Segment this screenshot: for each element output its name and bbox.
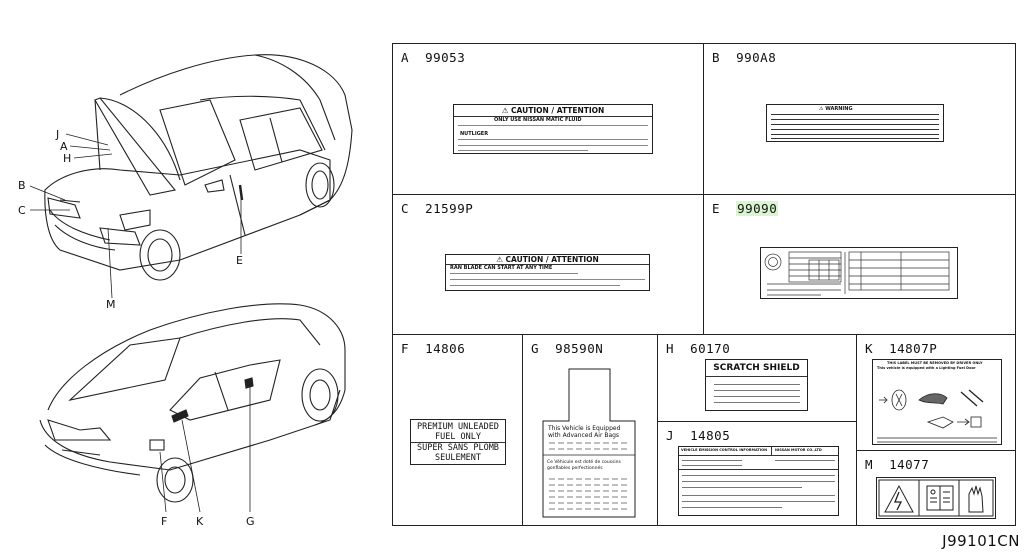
- label-k: THIS LABEL MUST BE REMOVED BY DRIVER ONL…: [872, 359, 1002, 445]
- rear-leader-lines: [159, 384, 251, 513]
- label-f-line3: SUPER SANS PLOMB: [417, 443, 499, 453]
- callout-j: J: [56, 128, 60, 141]
- label-a-line2: NUTLIGER: [460, 131, 489, 137]
- part-code-j: J 14805: [666, 428, 731, 443]
- part-cell-a: A 99053 ⚠ CAUTION / ATTENTION ONLY USE N…: [392, 43, 704, 195]
- part-cell-e: E 99090: [703, 194, 1016, 335]
- callout-b: B: [18, 179, 26, 192]
- label-g-outline: [542, 368, 636, 518]
- label-a: ⚠ CAUTION / ATTENTION ONLY USE NISSAN MA…: [453, 104, 653, 154]
- label-k-line1: THIS LABEL MUST BE REMOVED BY DRIVER ONL…: [887, 361, 983, 365]
- part-code-e: E 99090: [712, 201, 779, 216]
- label-f-line1: PREMIUM UNLEADED: [417, 422, 499, 432]
- callout-m: M: [106, 298, 116, 311]
- label-j-head-right: NISSAN MOTOR CO.,LTD: [775, 448, 822, 452]
- label-k-graphic: [877, 389, 997, 443]
- callout-c: C: [18, 204, 26, 217]
- label-h-heading: SCRATCH SHIELD: [713, 363, 800, 373]
- label-m: [876, 477, 996, 519]
- part-cell-c: C 21599P ⚠ CAUTION / ATTENTION RAN BLADE…: [392, 194, 704, 335]
- part-code-c: C 21599P: [401, 201, 474, 216]
- label-f-line4: SEULEMENT: [434, 453, 482, 463]
- part-cell-b: B 990A8 ⚠ WARNING: [703, 43, 1016, 195]
- label-b-heading: ⚠ WARNING: [819, 106, 853, 112]
- part-cell-m: M 14077: [856, 450, 1016, 526]
- part-code-k: K 14807P: [865, 341, 938, 356]
- label-a-heading: ⚠ CAUTION / ATTENTION: [501, 106, 605, 115]
- label-g-line4: gonflables perfectionnés: [547, 466, 603, 471]
- front-leader-lines: [29, 133, 242, 299]
- label-h: SCRATCH SHIELD: [705, 359, 808, 411]
- callout-g: G: [246, 515, 255, 528]
- part-code-g: G 98590N: [531, 341, 604, 356]
- label-f: PREMIUM UNLEADED FUEL ONLY SUPER SANS PL…: [410, 419, 506, 465]
- part-code-b: B 990A8: [712, 50, 777, 65]
- callout-e: E: [236, 254, 243, 267]
- diagram-id: J99101CN: [942, 532, 1020, 550]
- callout-k: K: [196, 515, 204, 528]
- label-a-line1: ONLY USE NISSAN MATIC FLUID: [494, 117, 582, 123]
- part-code-m: M 14077: [865, 457, 930, 472]
- rear-car-drawing: [39, 303, 346, 503]
- label-b: ⚠ WARNING: [766, 104, 944, 142]
- part-cell-k: K 14807P THIS LABEL MUST BE REMOVED BY D…: [856, 334, 1016, 451]
- callout-h: H: [63, 152, 72, 165]
- part-cell-f: F 14806 PREMIUM UNLEADED FUEL ONLY SUPER…: [392, 334, 523, 526]
- label-c-heading: ⚠ CAUTION / ATTENTION: [496, 255, 599, 264]
- callout-f: F: [161, 515, 168, 528]
- label-e-graphic: [764, 251, 950, 296]
- part-cell-h: H 60170 SCRATCH SHIELD: [657, 334, 857, 422]
- label-c: ⚠ CAUTION / ATTENTION RAN BLADE CAN STAR…: [445, 254, 650, 291]
- part-code-e-highlight: 99090: [736, 201, 779, 216]
- label-g-line2: with Advanced Air Bags: [548, 432, 620, 439]
- part-cell-j: J 14805 VEHICLE EMISSION CONTROL INFORMA…: [657, 421, 857, 526]
- part-cell-g: G 98590N This Vehicle is Equipped with A…: [522, 334, 658, 526]
- label-e: [760, 247, 958, 299]
- label-m-graphic: [878, 479, 994, 517]
- label-g-line3: Ce Véhicule est doté de coussins: [547, 460, 621, 465]
- label-g-line1: This Vehicle is Equipped: [548, 425, 621, 432]
- front-car-drawing: [44, 54, 353, 281]
- part-code-a: A 99053: [401, 50, 466, 65]
- part-code-f: F 14806: [401, 341, 466, 356]
- label-f-line2: FUEL ONLY: [434, 432, 482, 442]
- label-c-line1: RAN BLADE CAN START AT ANY TIME: [450, 265, 553, 271]
- label-k-line2: This vehicle is equipped with a Lighting…: [877, 366, 976, 370]
- label-j-head-left: VEHICLE EMISSION CONTROL INFORMATION: [681, 448, 768, 452]
- callout-a: A: [60, 140, 68, 153]
- car-illustrations: [29, 54, 353, 513]
- part-code-h: H 60170: [666, 341, 731, 356]
- label-j: VEHICLE EMISSION CONTROL INFORMATION NIS…: [678, 446, 839, 516]
